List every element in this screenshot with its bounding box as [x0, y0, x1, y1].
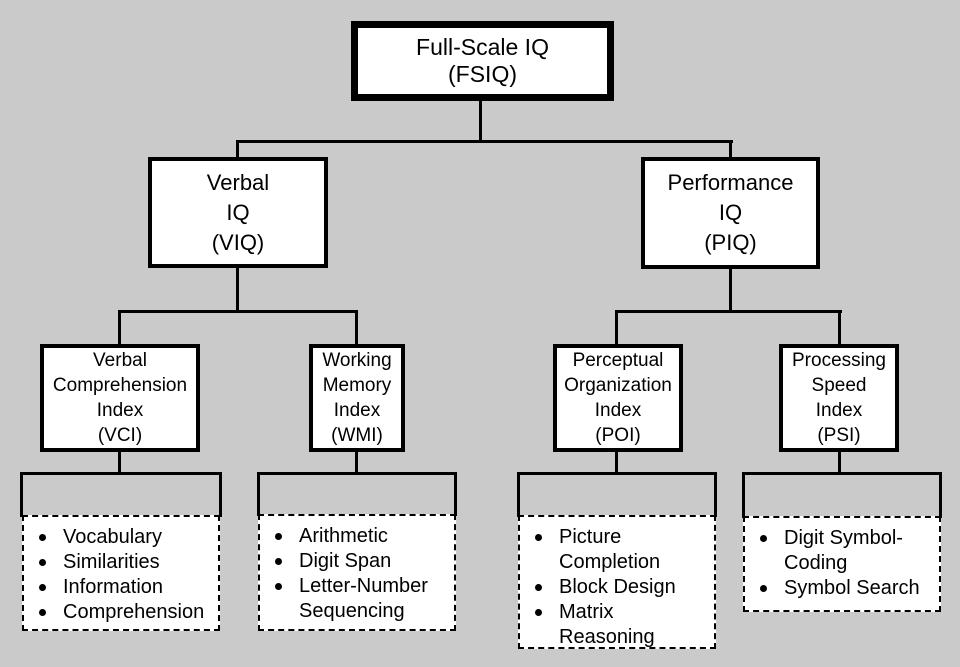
- subtest-item: Arithmetic: [260, 524, 450, 549]
- node-poi-label: Perceptual Organization Index (POI): [564, 350, 672, 446]
- connector-drop-wmi: [355, 313, 358, 344]
- connector-piq-horizontal: [615, 310, 842, 313]
- connector-drop-viq: [236, 143, 239, 157]
- subtest-list-vci: Vocabulary Similarities Information Comp…: [22, 515, 220, 631]
- node-fsiq: Full-Scale IQ (FSIQ): [351, 21, 614, 101]
- subtest-items-vci: Vocabulary Similarities Information Comp…: [24, 517, 218, 625]
- subtest-item: Digit Symbol- Coding: [745, 526, 935, 576]
- subtest-item: Matrix Reasoning: [520, 600, 710, 650]
- subtest-item: Picture Completion: [520, 525, 710, 575]
- connector-poi-stem: [615, 452, 618, 474]
- connector-psi-stem: [838, 452, 841, 474]
- subtest-item: Letter-Number Sequencing: [260, 574, 450, 624]
- subtest-item: Block Design: [520, 575, 710, 600]
- connector-viq-horizontal: [118, 310, 358, 313]
- connector-drop-poi: [615, 313, 618, 344]
- subtest-items-poi: Picture Completion Block Design Matrix R…: [520, 517, 714, 650]
- node-viq-label: Verbal IQ (VIQ): [206, 169, 270, 255]
- node-psi-label: Processing Speed Index (PSI): [792, 350, 886, 446]
- connector-viq-stem: [236, 268, 239, 313]
- subtest-list-wmi: Arithmetic Digit Span Letter-Number Sequ…: [258, 514, 456, 631]
- subtest-items-psi: Digit Symbol- Coding Symbol Search: [745, 518, 939, 601]
- subtest-items-wmi: Arithmetic Digit Span Letter-Number Sequ…: [260, 516, 454, 624]
- node-wmi-label: Working Memory Index (WMI): [322, 350, 392, 446]
- node-piq-label: Performance IQ (PIQ): [667, 170, 794, 255]
- connector-wmi-stem: [355, 452, 358, 474]
- connector-drop-vci: [118, 313, 121, 344]
- bracket-vci: [20, 472, 222, 517]
- node-fsiq-label: Full-Scale IQ (FSIQ): [416, 34, 549, 87]
- node-vci: Verbal Comprehension Index (VCI): [40, 344, 200, 452]
- connector-piq-stem: [729, 269, 732, 313]
- subtest-item: Similarities: [24, 550, 214, 575]
- bracket-wmi: [257, 472, 457, 516]
- subtest-list-psi: Digit Symbol- Coding Symbol Search: [743, 516, 941, 612]
- connector-vci-stem: [118, 452, 121, 474]
- connector-drop-psi: [838, 313, 841, 344]
- node-poi: Perceptual Organization Index (POI): [553, 344, 683, 452]
- node-vci-label: Verbal Comprehension Index (VCI): [52, 350, 188, 446]
- bracket-poi: [517, 472, 717, 517]
- subtest-item: Vocabulary: [24, 525, 214, 550]
- connector-drop-piq: [729, 143, 732, 157]
- bracket-psi: [742, 472, 942, 518]
- node-psi: Processing Speed Index (PSI): [779, 344, 899, 452]
- subtest-item: Comprehension: [24, 600, 214, 625]
- connector-level1-horizontal: [236, 140, 733, 143]
- subtest-item: Symbol Search: [745, 576, 935, 601]
- node-wmi: Working Memory Index (WMI): [309, 344, 405, 452]
- subtest-list-poi: Picture Completion Block Design Matrix R…: [518, 515, 716, 649]
- connector-fsiq-stem: [479, 99, 482, 143]
- subtest-item: Information: [24, 575, 214, 600]
- node-viq: Verbal IQ (VIQ): [148, 157, 328, 268]
- subtest-item: Digit Span: [260, 549, 450, 574]
- node-piq: Performance IQ (PIQ): [641, 157, 820, 269]
